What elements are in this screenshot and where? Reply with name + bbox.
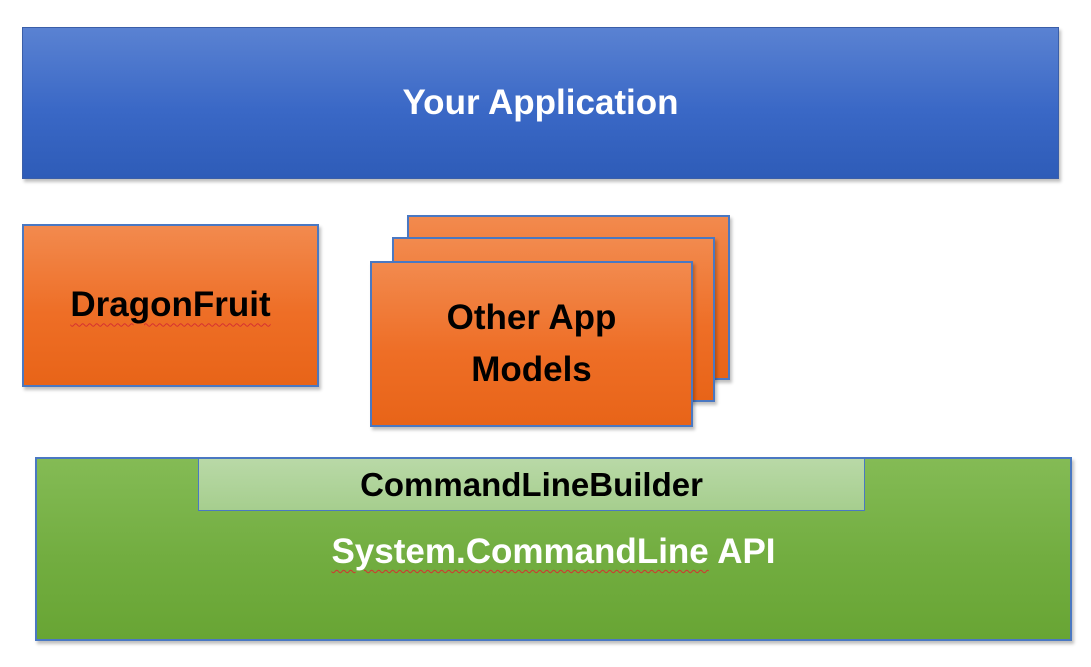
your-application-box: Your Application [22,27,1059,179]
dragonfruit-box: DragonFruit [22,224,319,387]
dragonfruit-label: DragonFruit [70,285,271,325]
commandlinebuilder-label: CommandLineBuilder [360,465,703,503]
other-app-models-box: Other App Models [370,261,693,427]
api-word: API [708,532,776,571]
your-application-label: Your Application [402,83,679,122]
commandlinebuilder-box: CommandLineBuilder [198,458,865,511]
other-app-models-label: Other App Models [447,292,617,397]
system-commandline-api-label: System.CommandLine API [35,527,1072,577]
system-commandline-word: System.CommandLine [331,532,709,571]
other-app-models-label-line2: Models [471,350,592,389]
other-app-models-label-line1: Other App [446,297,617,337]
